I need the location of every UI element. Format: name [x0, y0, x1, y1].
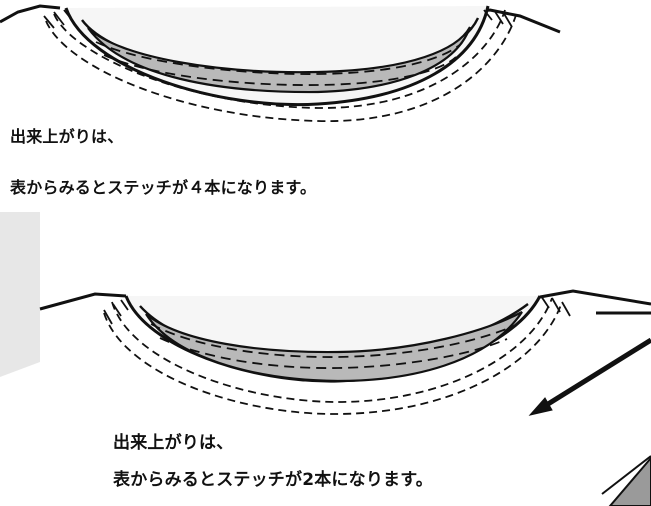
top-caption-line-2: 表からみるとステッチが４本になります。 — [10, 178, 317, 197]
arrowhead-icon — [528, 397, 553, 416]
bottom-caption-line-1: 出来上がりは、 — [113, 433, 234, 453]
left-background-shade — [0, 212, 40, 377]
top-diagram-panel: 出来上がりは、 表からみるとステッチが４本になります。 — [0, 0, 651, 212]
bottom-diagram-panel: 出来上がりは、 表からみるとステッチが2本になります。 — [0, 212, 651, 506]
bottom-right-background-shade — [608, 456, 651, 506]
four-stitch-neckline-illustration — [0, 0, 651, 212]
arrow-line — [538, 337, 651, 412]
bottom-caption-line-2: 表からみるとステッチが2本になります。 — [113, 470, 433, 490]
top-caption-line-1: 出来上がりは、 — [10, 127, 124, 146]
two-stitch-neckline-illustration — [0, 212, 651, 506]
